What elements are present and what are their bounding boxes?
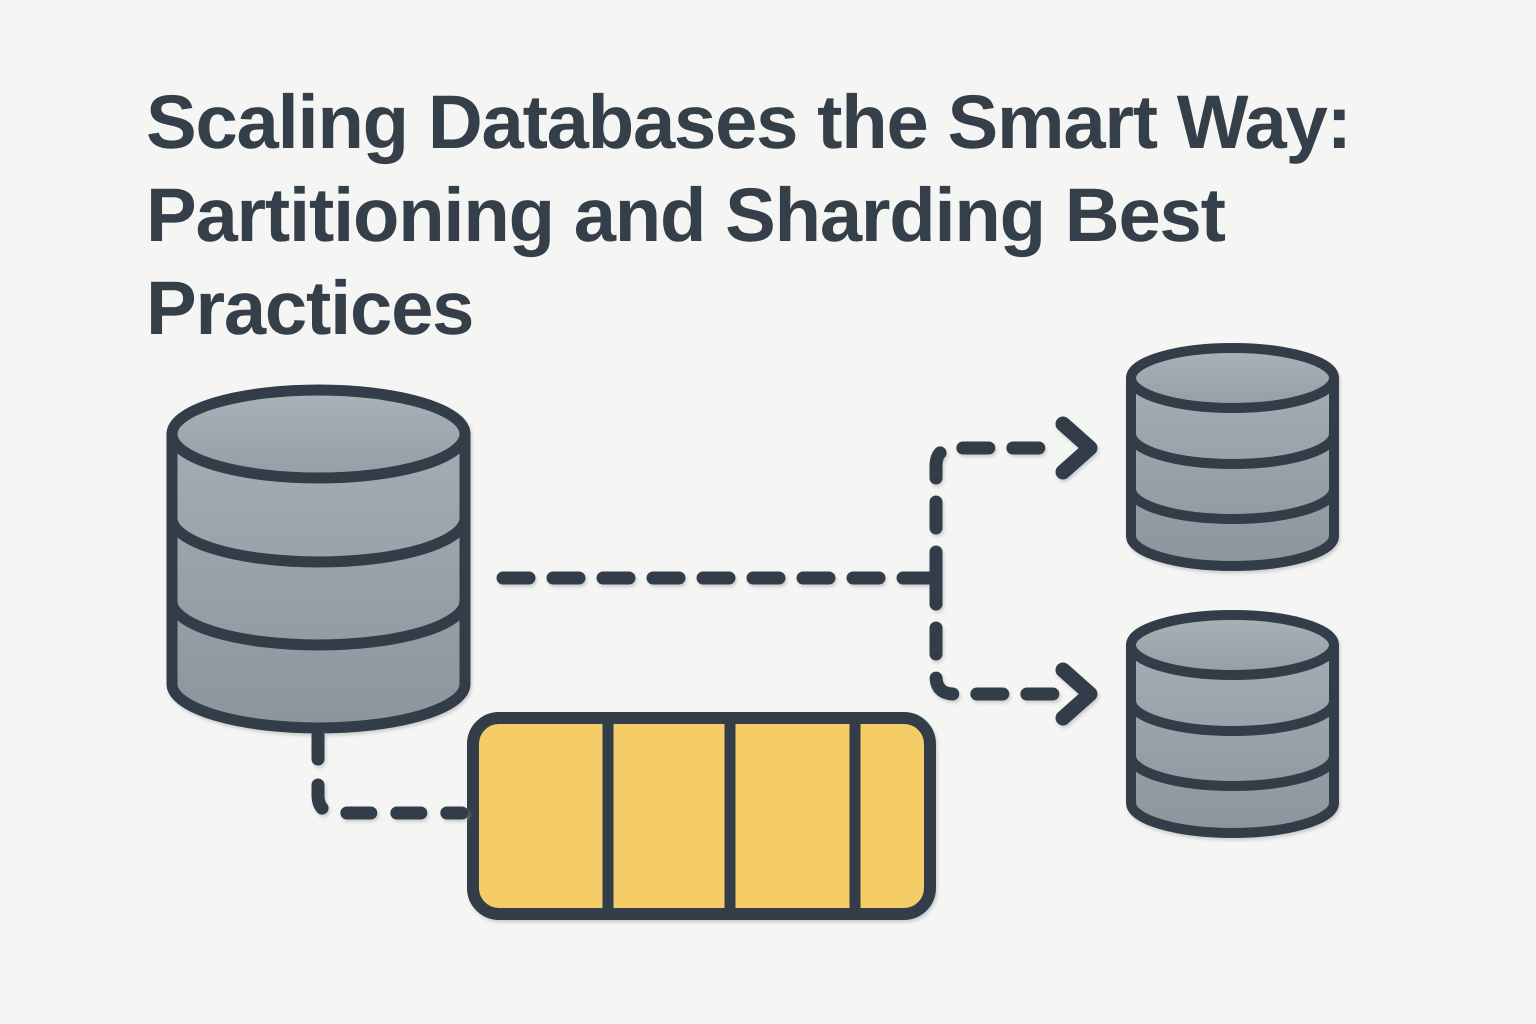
source-database-body: [166, 428, 471, 734]
arrowhead-shard-top-icon: [1055, 416, 1098, 480]
partition-bar-outline: [467, 712, 936, 920]
shard-database-bottom-band-2: [1126, 751, 1339, 791]
connector-branch-to-shard-bottom: [929, 571, 1069, 701]
shard-database-top-band-1: [1126, 429, 1339, 469]
source-database-cylinder: [166, 384, 471, 734]
shard-database-top-cylinder: [1126, 343, 1339, 571]
shard-database-top-cap: [1126, 343, 1339, 413]
shard-database-bottom-cylinder: [1126, 610, 1339, 838]
source-database-top-cap: [166, 384, 471, 484]
partition-bar: [467, 712, 936, 920]
connectors: [311, 416, 1098, 820]
connector-to-partition-bar: [311, 728, 469, 820]
source-database-band-2: [166, 595, 471, 651]
connector-branch-to-shard-top: [929, 441, 1069, 585]
source-database-band-1: [166, 512, 471, 568]
page-title: Scaling Databases the Smart Way: Partiti…: [146, 80, 1352, 351]
shard-database-bottom-cap: [1126, 610, 1339, 680]
shard-database-bottom-band-1: [1126, 696, 1339, 736]
shard-database-top-band-2: [1126, 484, 1339, 524]
arrowhead-shard-bottom-icon: [1055, 662, 1098, 726]
